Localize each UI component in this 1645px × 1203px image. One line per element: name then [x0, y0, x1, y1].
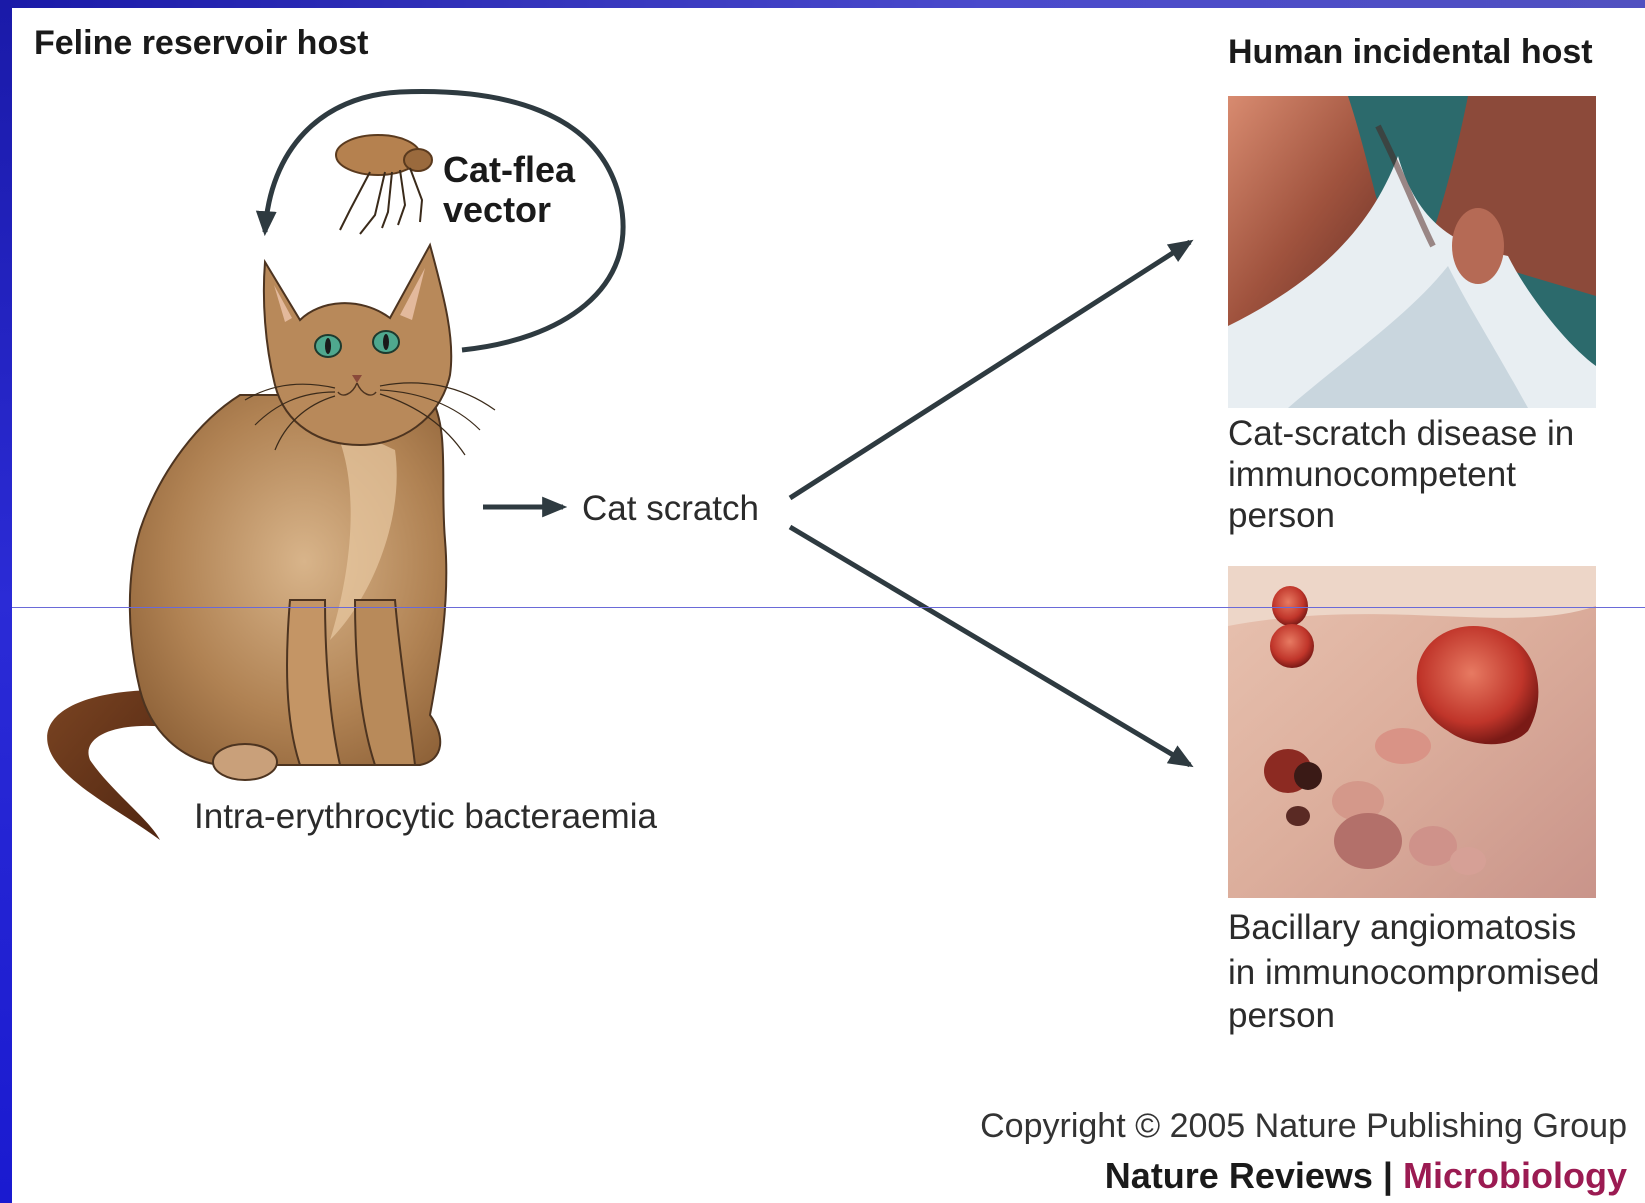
journal-section: Microbiology	[1403, 1155, 1627, 1196]
journal-separator: |	[1373, 1155, 1403, 1196]
arrow-to-cat-scratch-disease	[790, 242, 1190, 498]
journal-credit: Nature Reviews | Microbiology	[1105, 1155, 1627, 1197]
arrow-to-bacillary-angiomatosis	[790, 527, 1190, 765]
cat-scratch-disease-photo	[1228, 96, 1596, 408]
cat-illustration	[47, 245, 495, 840]
outcome-1-line2: immunocompetent	[1228, 454, 1516, 495]
bacillary-angiomatosis-photo	[1228, 566, 1596, 898]
outcome-2-line2: in immunocompromised	[1228, 952, 1600, 993]
flea-label-line1: Cat-flea	[443, 150, 575, 190]
cat-scratch-label: Cat scratch	[582, 488, 759, 529]
outcome-2-line3: person	[1228, 995, 1335, 1036]
bacteraemia-label: Intra-erythrocytic bacteraemia	[194, 796, 657, 837]
outcome-2-line1: Bacillary angiomatosis	[1228, 907, 1576, 948]
outcome-1-line1: Cat-scratch disease in	[1228, 413, 1574, 454]
journal-name: Nature Reviews	[1105, 1155, 1373, 1196]
horizontal-guide-line	[12, 607, 1645, 608]
outcome-1-line3: person	[1228, 495, 1335, 536]
flea-icon	[336, 135, 432, 234]
flea-label-line2: vector	[443, 190, 551, 230]
copyright-notice: Copyright © 2005 Nature Publishing Group	[980, 1107, 1627, 1146]
